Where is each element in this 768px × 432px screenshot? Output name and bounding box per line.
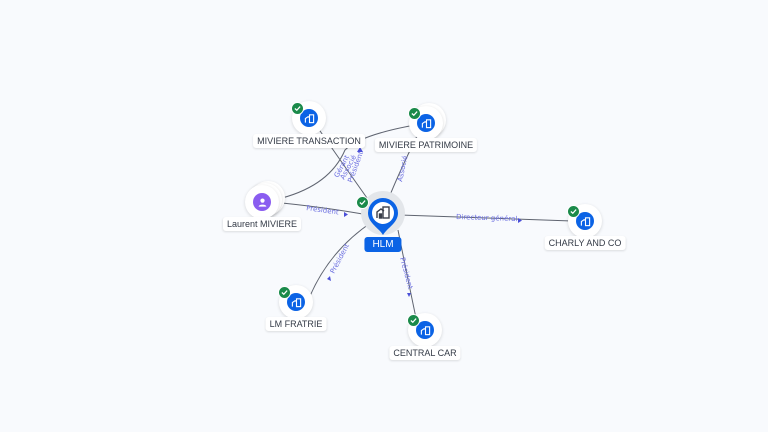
node-label: Laurent MIVIERE [222,217,302,231]
node-label: CENTRAL CAR [389,346,461,360]
edge-label-president-laurent: Président [306,204,340,217]
verified-check-icon [567,205,580,218]
company-circle [416,321,434,339]
edge-hlm-charly [399,214,573,222]
person-circle [253,193,271,211]
building-icon [376,206,390,219]
node-label: CHARLY AND CO [544,236,626,250]
company-circle [576,212,594,230]
node-label: MIVIERE TRANSACTION [253,134,365,148]
verified-check-icon [356,196,369,209]
verified-check-icon [291,102,304,115]
verified-check-icon [408,107,421,120]
edge-arrow [407,293,411,297]
verified-check-icon [278,286,291,299]
building-icon [304,113,314,123]
edge-label-associe-patrimoine: Associé [396,155,409,183]
edge-laurent-transaction [281,124,416,199]
person-icon [258,198,266,207]
verified-check-icon [407,314,420,327]
edge-arrow [518,218,522,223]
edge-arrow [327,276,331,281]
node-label: LM FRATRIE [265,317,327,331]
company-circle [287,293,305,311]
building-icon [580,216,590,226]
building-icon [291,297,301,307]
edge-hlm-lmfratrie [309,221,373,297]
edge-laurent-hlm [281,202,369,216]
company-circle [300,109,318,127]
node-label-hlm: HLM [364,237,402,252]
edge-label-directeur-general: Directeur général [456,213,518,223]
building-icon [421,118,431,128]
building-icon [420,325,430,335]
edge-arrow [357,147,363,152]
map-pin-icon [368,198,398,235]
edge-arrow [344,212,348,217]
edge-label-president-centralcar: Président [398,256,414,290]
node-label: MIVIERE PATRIMOINE [374,138,478,152]
company-circle [417,114,435,132]
